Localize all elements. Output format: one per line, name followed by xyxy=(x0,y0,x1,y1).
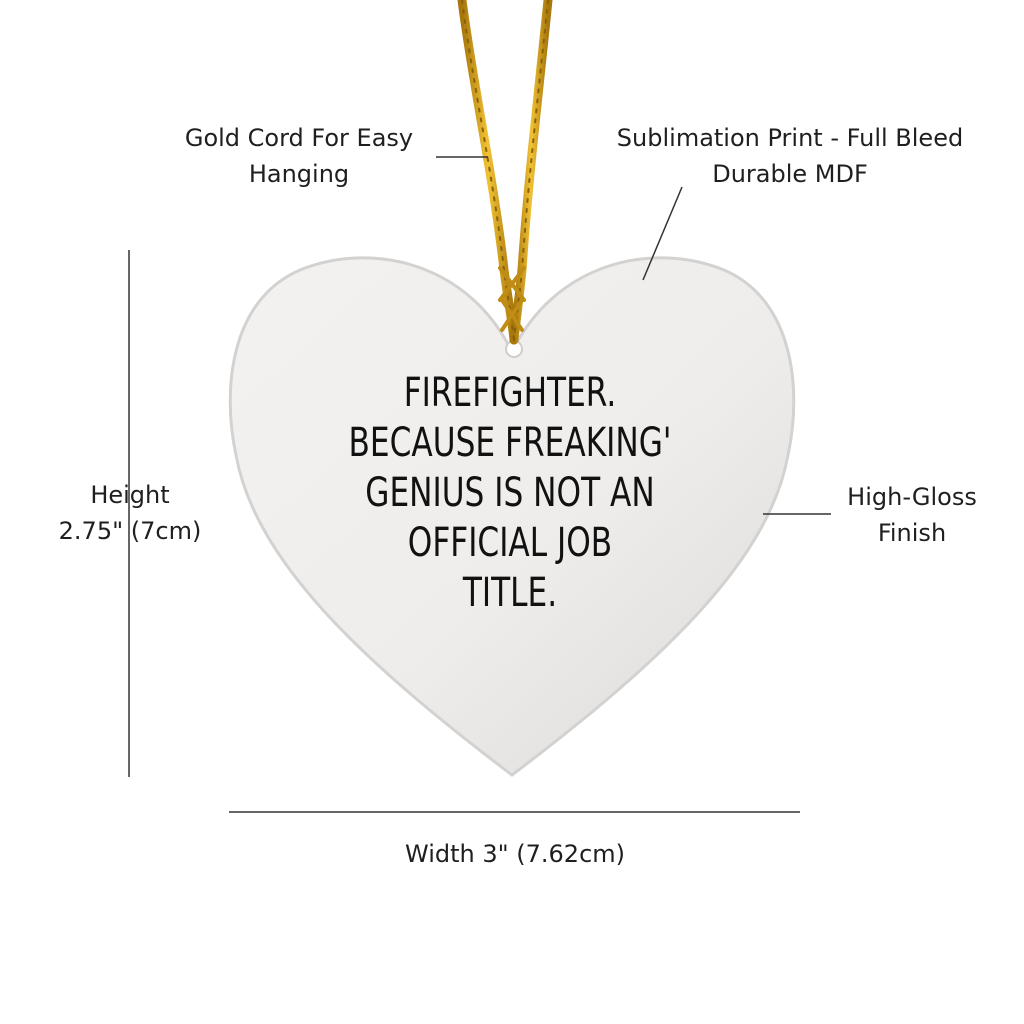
print-callout-label: Sublimation Print - Full Bleed Durable M… xyxy=(616,124,964,188)
message-line: OFFICIAL JOB xyxy=(407,520,613,566)
message-line: BECAUSE FREAKING' xyxy=(348,420,672,466)
message-line: TITLE. xyxy=(462,570,558,616)
cord-callout-label: Gold Cord For Easy Hanging xyxy=(184,124,414,188)
finish-callout-label: High-Gloss Finish xyxy=(847,483,977,547)
heart-ornament xyxy=(228,256,796,777)
width-dimension-label: Width 3" (7.62cm) xyxy=(404,840,626,868)
message-line: GENIUS IS NOT AN xyxy=(365,470,655,516)
gold-cord xyxy=(457,0,553,345)
height-dimension-label: Height 2.75" (7cm) xyxy=(58,481,202,545)
ornament-message: FIREFIGHTER. BECAUSE FREAKING' GENIUS IS… xyxy=(346,368,674,618)
message-line: FIREFIGHTER. xyxy=(403,370,617,416)
print-callout-line xyxy=(642,186,683,281)
